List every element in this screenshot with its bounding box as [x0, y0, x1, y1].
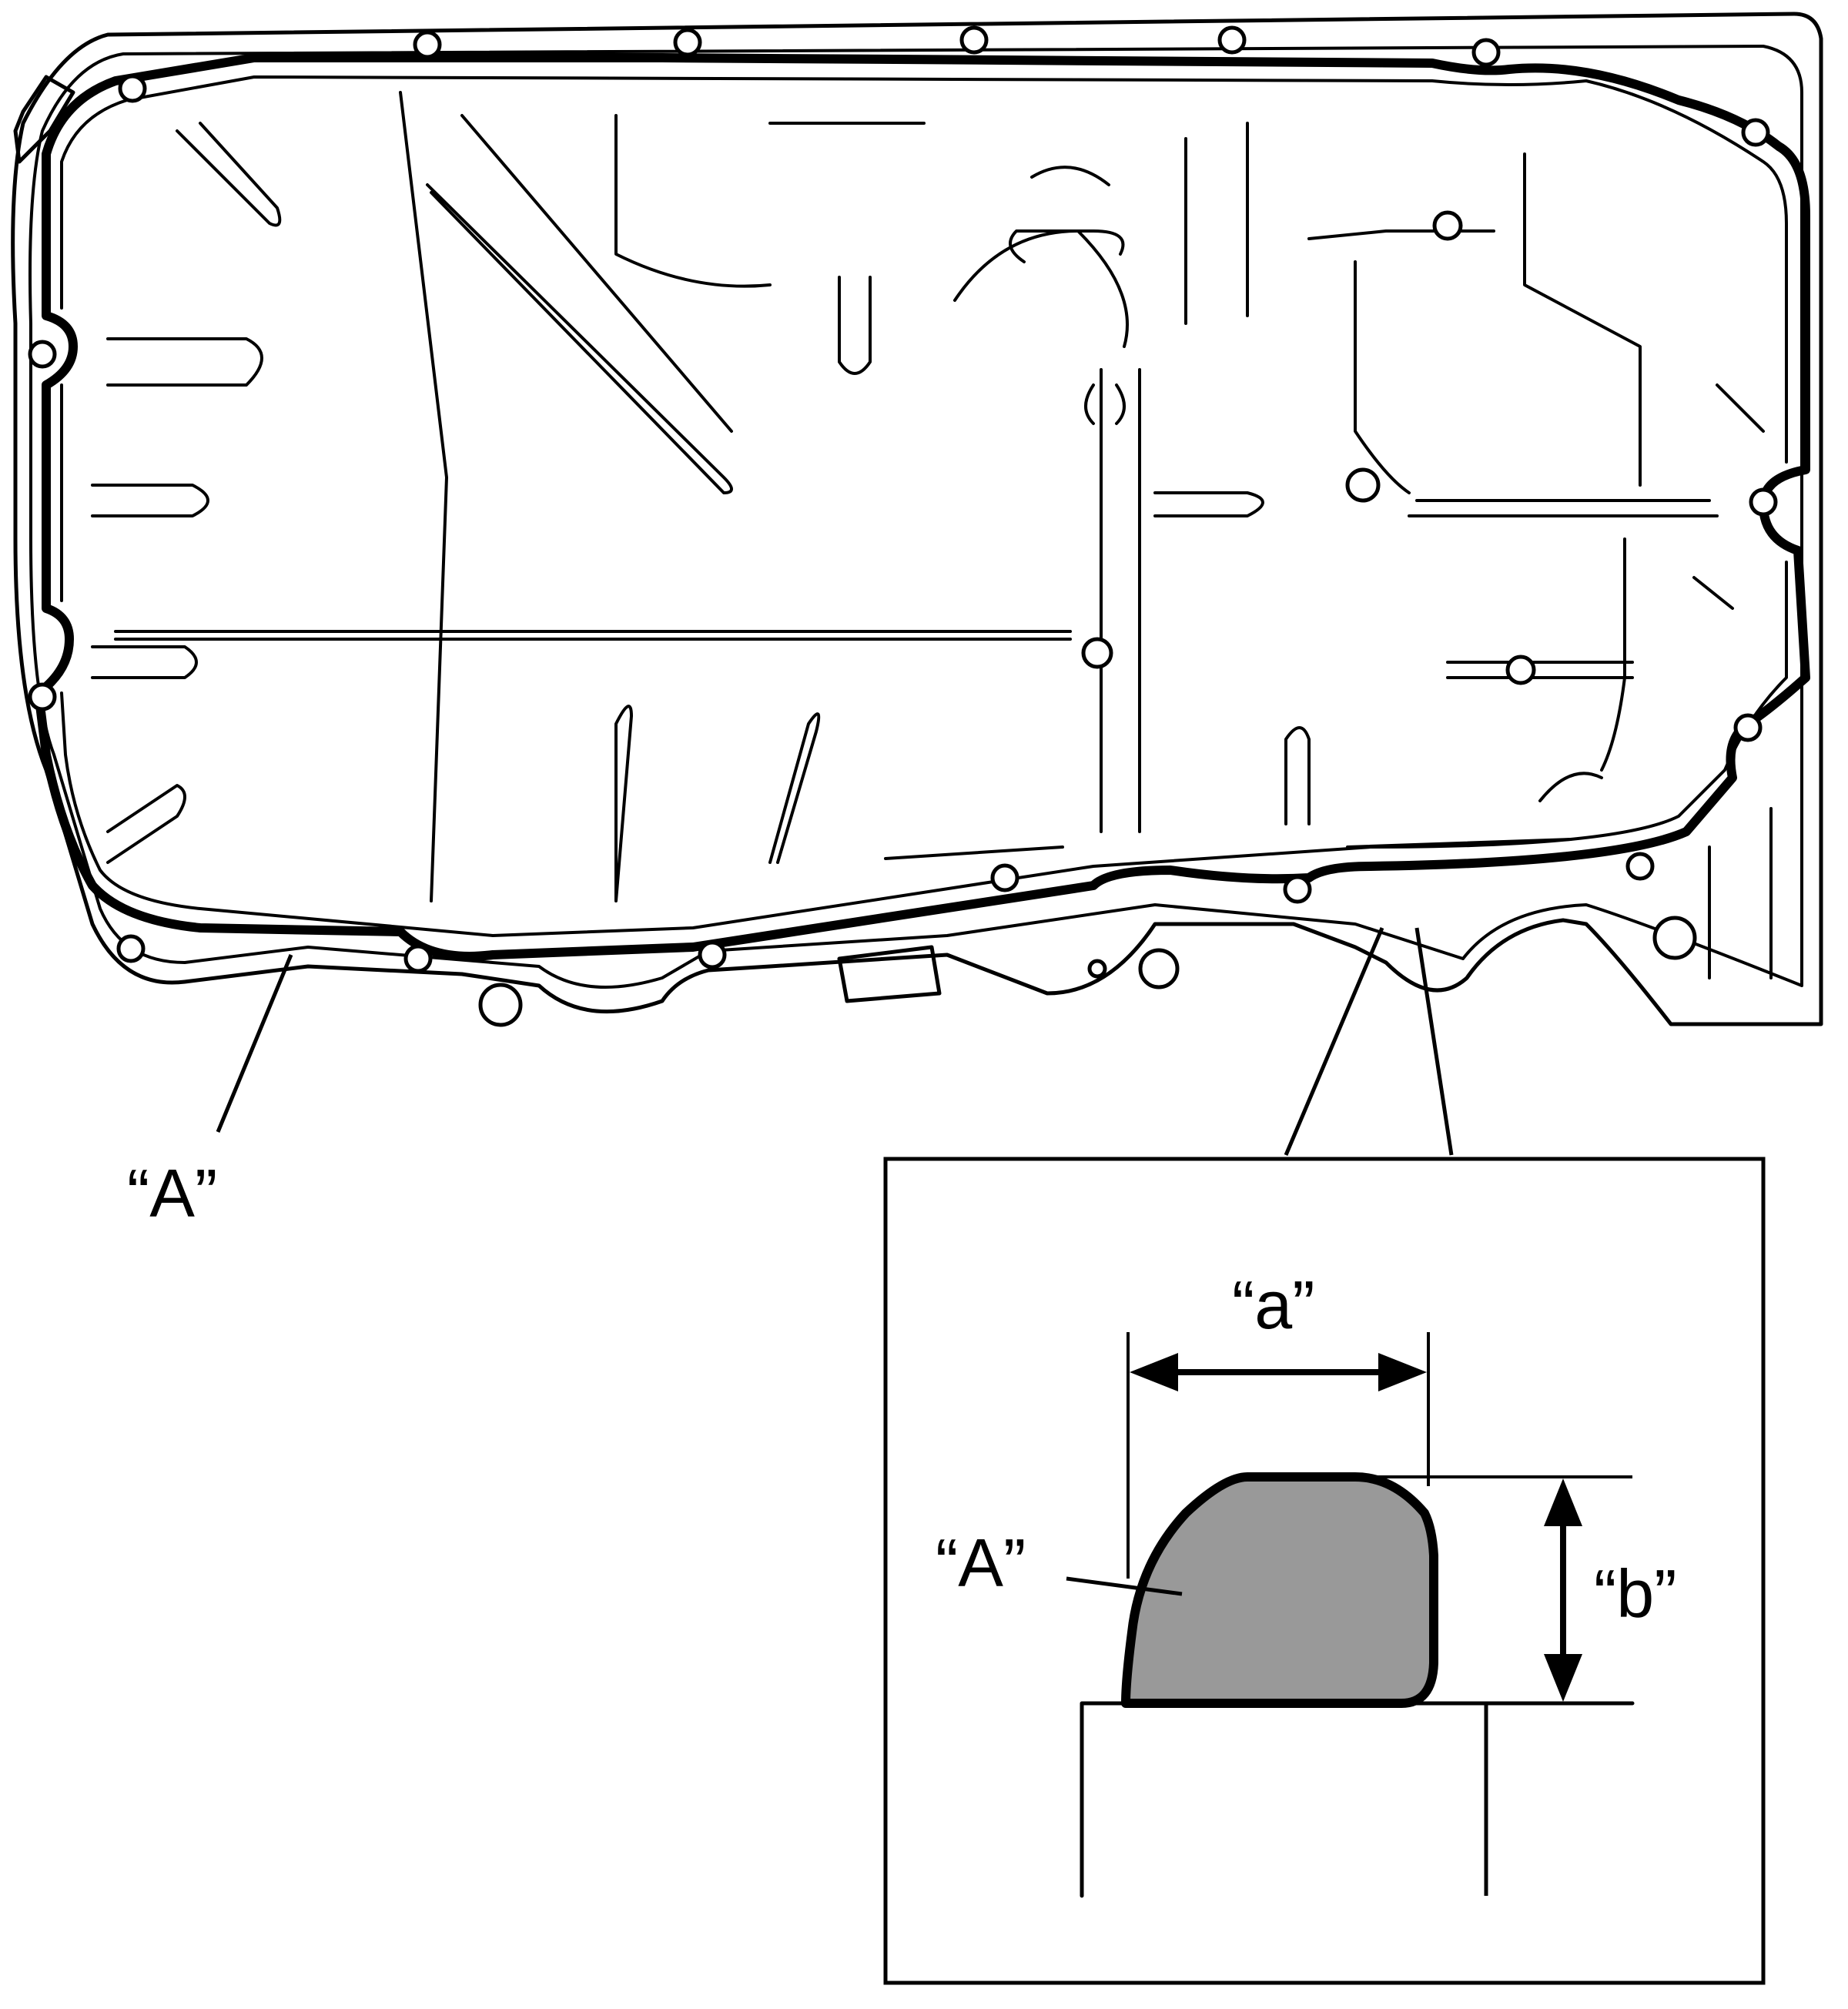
- bolt-hole-large: [1138, 948, 1180, 989]
- bolt-hole: [990, 863, 1019, 892]
- interior-boss: [1432, 210, 1463, 241]
- oil-pan-illustration: [11, 12, 1823, 1027]
- detail-callout-a-leader: [1066, 1576, 1183, 1596]
- bolt-hole: [1217, 25, 1247, 55]
- callout-a-label: “A”: [127, 1155, 217, 1231]
- bolt-hole: [1741, 118, 1770, 147]
- bolt-hole: [959, 25, 989, 55]
- callout-a-main: “A”: [127, 954, 293, 1231]
- bolt-hole-large: [1652, 916, 1697, 960]
- detail-connector-lines: [1284, 927, 1454, 1156]
- detail-callout-a-label: “A”: [936, 1525, 1026, 1601]
- bolt-hole-small: [1087, 959, 1107, 979]
- callout-a-leader-line: [216, 954, 293, 1133]
- interior-boss: [1081, 637, 1113, 669]
- bead-cross-section-detail: “a” “b” “A”: [883, 1157, 1766, 1985]
- sealant-bead-line: [34, 53, 1810, 961]
- bolt-hole: [28, 682, 57, 712]
- bolt-hole: [116, 934, 146, 963]
- left-end-tab: [13, 75, 75, 164]
- oil-pan-interior-ribs: [91, 91, 1773, 979]
- dimension-b-arrow-bottom: [1544, 1654, 1582, 1702]
- bolt-hole: [673, 28, 702, 57]
- sealant-groove-line: [60, 75, 1788, 937]
- bolt-hole: [1625, 852, 1655, 881]
- mating-surface: [1080, 1701, 1635, 1898]
- dimension-a-arrow-left: [1130, 1353, 1178, 1391]
- dimension-a-label: “a”: [1232, 1267, 1315, 1343]
- dimension-a-arrow-right: [1378, 1353, 1427, 1391]
- bolt-hole: [403, 944, 433, 973]
- bolt-hole: [118, 74, 147, 103]
- interior-boss-open: [1084, 383, 1126, 425]
- interior-boss: [1345, 467, 1381, 503]
- bolt-hole-large: [478, 983, 523, 1027]
- flange-bolt-holes: [28, 25, 1778, 1027]
- sump-tab: [837, 945, 942, 1003]
- sealant-bead-cross-section: [1121, 1472, 1438, 1708]
- oil-pan-interior-bosses: [1081, 210, 1536, 685]
- bolt-hole: [28, 340, 57, 369]
- dimension-b-arrow-top: [1544, 1478, 1582, 1526]
- bolt-hole: [1283, 875, 1312, 904]
- oil-pan-outer-flange: [11, 12, 1823, 1026]
- bolt-hole: [413, 30, 442, 59]
- interior-boss: [1505, 655, 1536, 685]
- bolt-hole: [1471, 38, 1501, 67]
- bolt-hole: [1733, 713, 1763, 742]
- bolt-hole: [1749, 487, 1778, 517]
- dimension-b-label: “b”: [1594, 1555, 1677, 1632]
- bolt-hole: [698, 940, 727, 969]
